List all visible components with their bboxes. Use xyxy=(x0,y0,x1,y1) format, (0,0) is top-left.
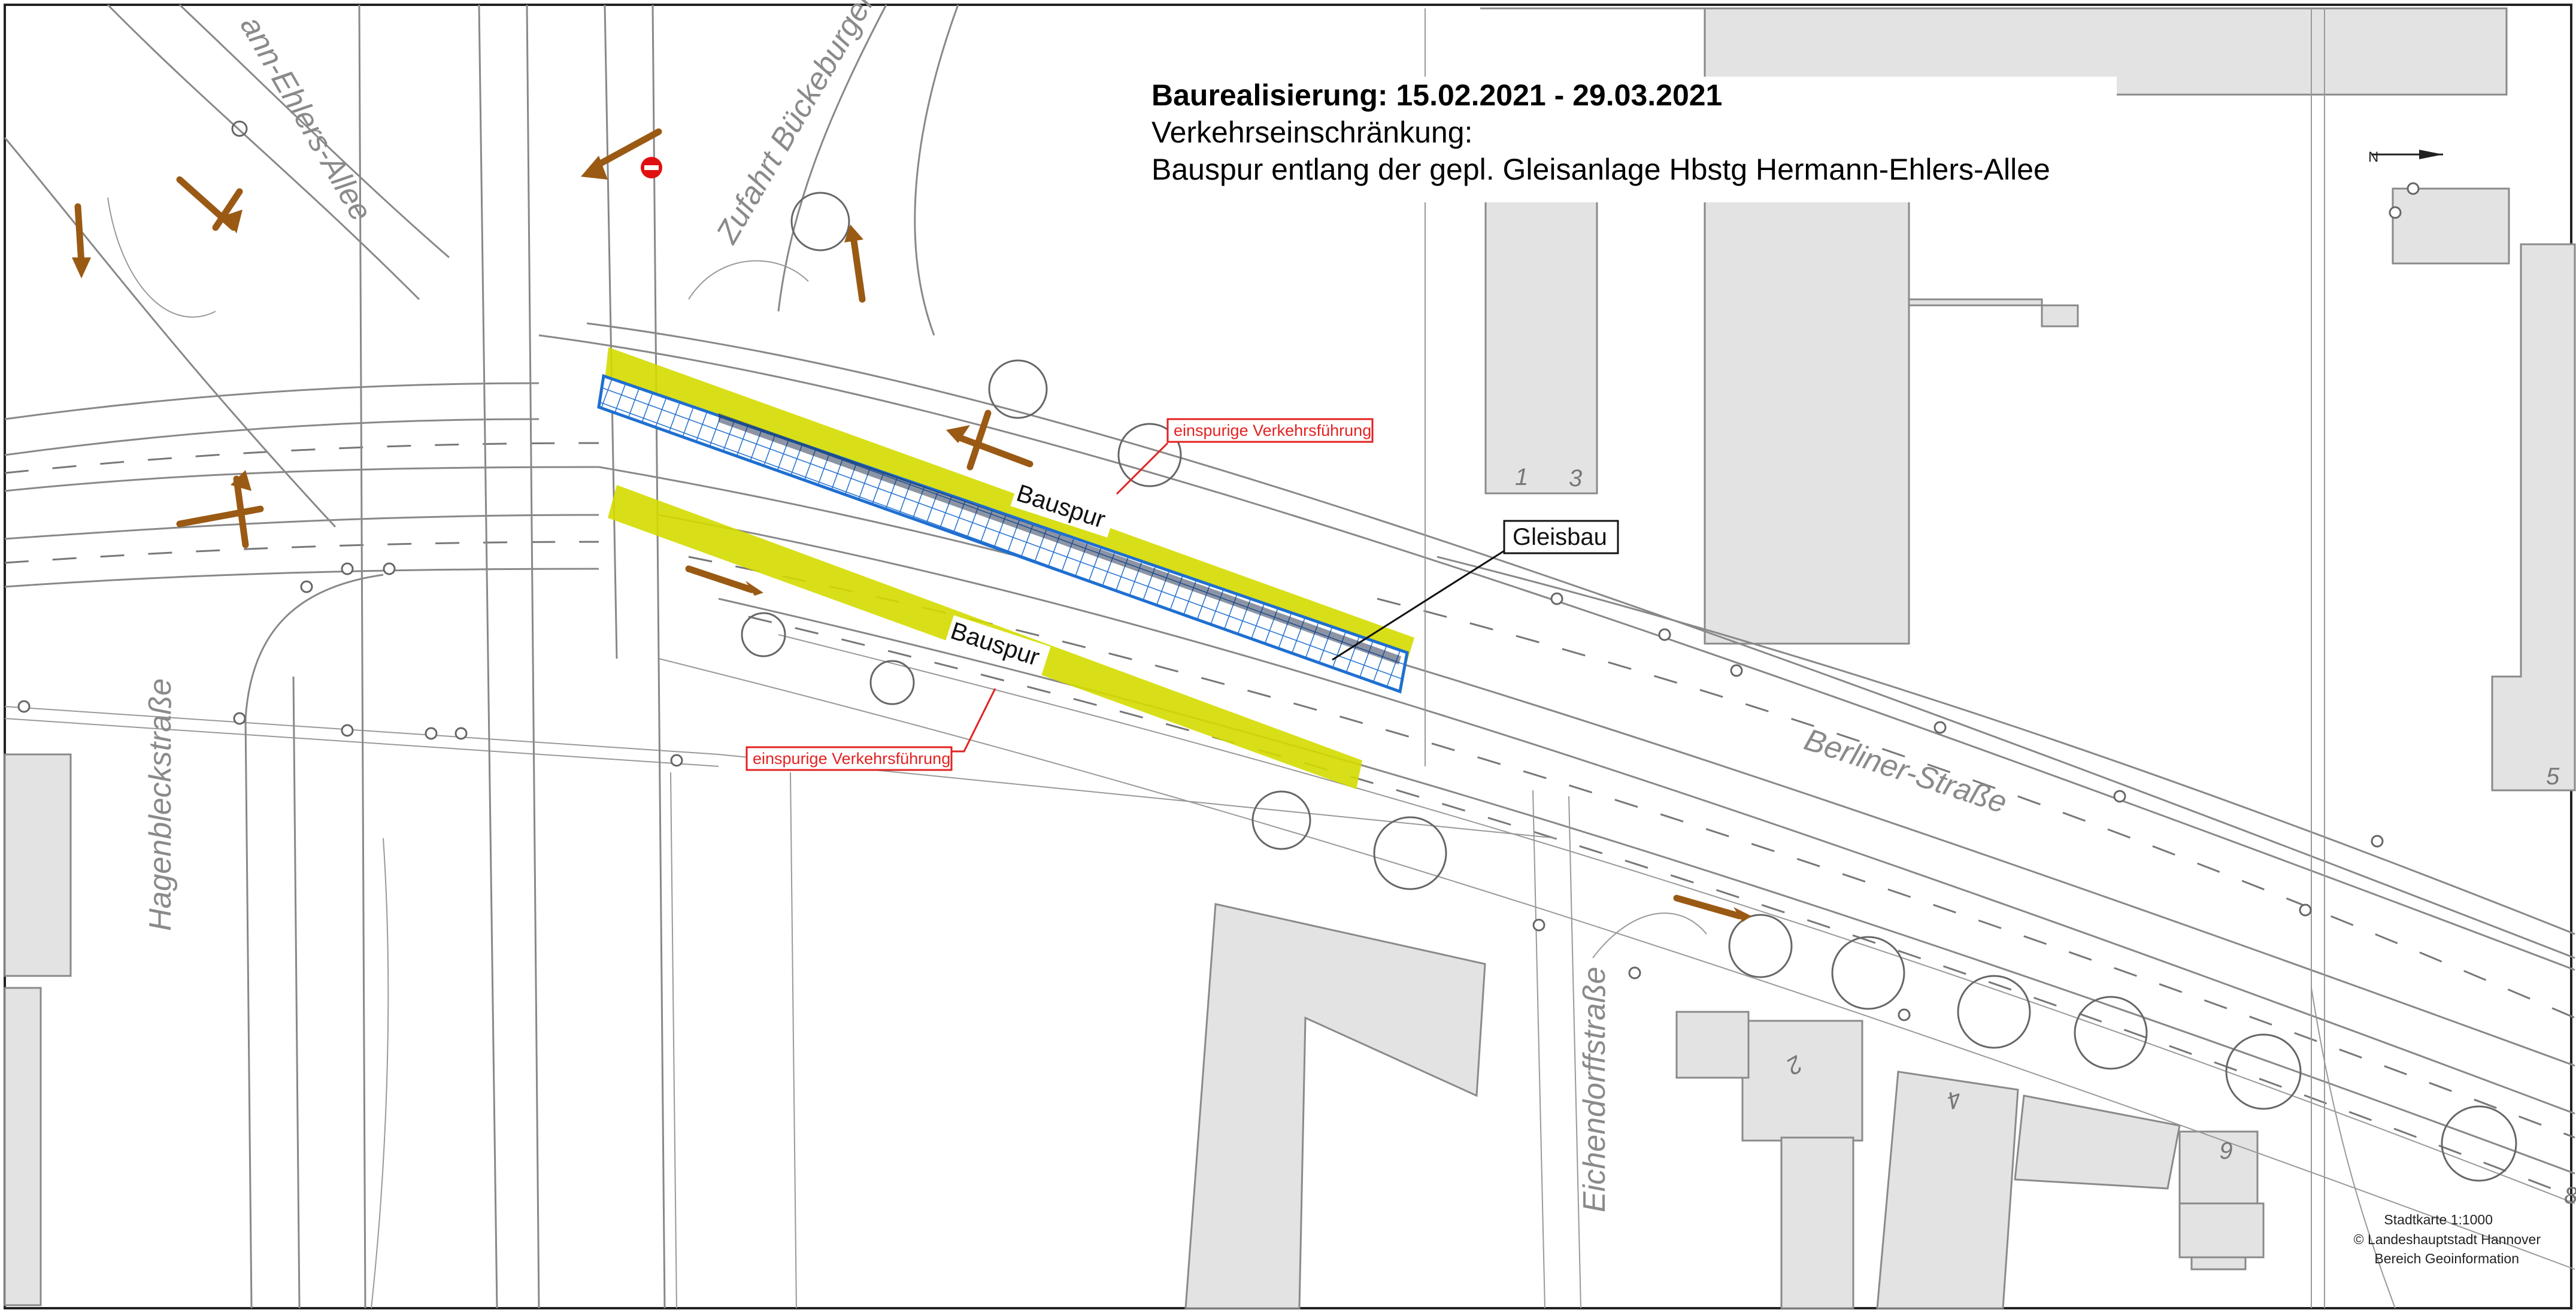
gleisbau-callout: Gleisbau xyxy=(1332,520,1619,661)
map-credits: Stadtkarte 1:1000 © Landeshauptstadt Han… xyxy=(2354,1212,2541,1266)
einspurig-label-lower: einspurige Verkehrsführung xyxy=(753,750,950,768)
house-number-5: 5 xyxy=(2546,763,2560,790)
traffic-direction-arrow-icon xyxy=(72,128,1751,922)
einspurig-callout-lower: einspurige Verkehrsführung xyxy=(745,688,996,771)
house-number-1: 1 xyxy=(1515,464,1528,490)
no-entry-sign-icon xyxy=(641,157,662,178)
house-number-3: 3 xyxy=(1569,465,1582,492)
svg-text:N: N xyxy=(2368,149,2378,165)
gleisbau-label: Gleisbau xyxy=(1513,524,1607,550)
credit-scale: Stadtkarte 1:1000 xyxy=(2384,1212,2493,1227)
einspurig-label-upper: einspurige Verkehrsführung xyxy=(1174,422,1371,439)
bauspur-upper-zone xyxy=(605,347,1414,662)
north-arrow-icon: N xyxy=(2368,149,2443,165)
road-network xyxy=(4,4,2575,1309)
street-furniture xyxy=(17,182,2420,1021)
credit-department: Bereich Geoinformation xyxy=(2374,1251,2519,1266)
house-number-6: 6 xyxy=(2220,1137,2233,1163)
page-description: Bauspur entlang der gepl. Gleisanlage Hb… xyxy=(1151,153,2050,186)
trees xyxy=(231,120,2517,1182)
house-number-8: 8 xyxy=(2564,1182,2576,1209)
street-label-hagenbleckstrasse: Hagenbleckstraße xyxy=(143,678,178,931)
gleisbau-area xyxy=(597,374,1409,694)
page-subtitle: Verkehrseinschränkung: xyxy=(1151,116,1473,149)
street-label-eichendorffstrasse: Eichendorffstraße xyxy=(1577,967,1612,1212)
page-title: Baurealisierung: 15.02.2021 - 29.03.2021 xyxy=(1151,78,1723,112)
credit-owner: © Landeshauptstadt Hannover xyxy=(2354,1232,2541,1247)
einspurig-callout-upper: einspurige Verkehrsführung xyxy=(1116,418,1374,495)
title-box: Baurealisierung: 15.02.2021 - 29.03.2021… xyxy=(1141,77,2117,202)
